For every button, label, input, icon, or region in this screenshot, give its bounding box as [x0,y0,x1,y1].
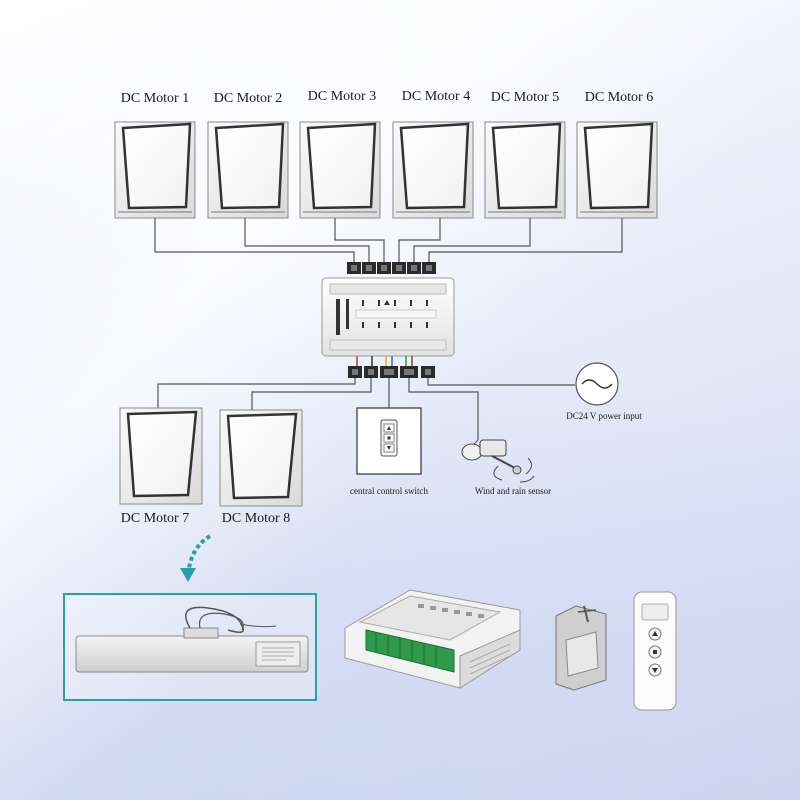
motor-6-label: DC Motor 6 [584,90,654,105]
motor-8-label: DC Motor 8 [221,511,291,526]
top-terminals [347,262,436,274]
motor-2-label: DC Motor 2 [213,91,283,106]
motor-5-label: DC Motor 5 [490,90,560,105]
top-windows [114,121,658,219]
window-7 [119,407,203,505]
motor-3-label: DC Motor 3 [307,89,377,104]
window-5 [484,121,566,219]
motor-1-label: DC Motor 1 [120,91,190,106]
motor-4-label: DC Motor 4 [401,89,471,104]
controller-board [321,277,455,357]
remote-control-graphic [633,591,677,711]
power-label: DC24 V power input [566,411,642,421]
power-input-graphic [575,362,619,406]
switch-label: central control switch [350,486,428,496]
top-wires [154,218,623,262]
window-3 [299,121,381,219]
window-1 [114,121,196,219]
down-arrow-icon [180,534,212,582]
window-8 [219,409,303,507]
wind-rain-sensor-graphic [461,439,535,483]
window-2 [207,121,289,219]
window-6 [576,121,658,219]
bottom-wires [157,378,575,440]
bottom-windows [119,407,303,507]
sensor-label: Wind and rain sensor [474,486,552,496]
motor-7-label: DC Motor 7 [120,511,190,526]
actuator-panel [63,593,317,701]
bottom-terminals [348,356,435,378]
sensor-bracket-graphic [555,605,607,691]
window-4 [392,121,474,219]
controller-module-graphic [344,589,521,689]
control-switch-graphic [356,407,422,475]
